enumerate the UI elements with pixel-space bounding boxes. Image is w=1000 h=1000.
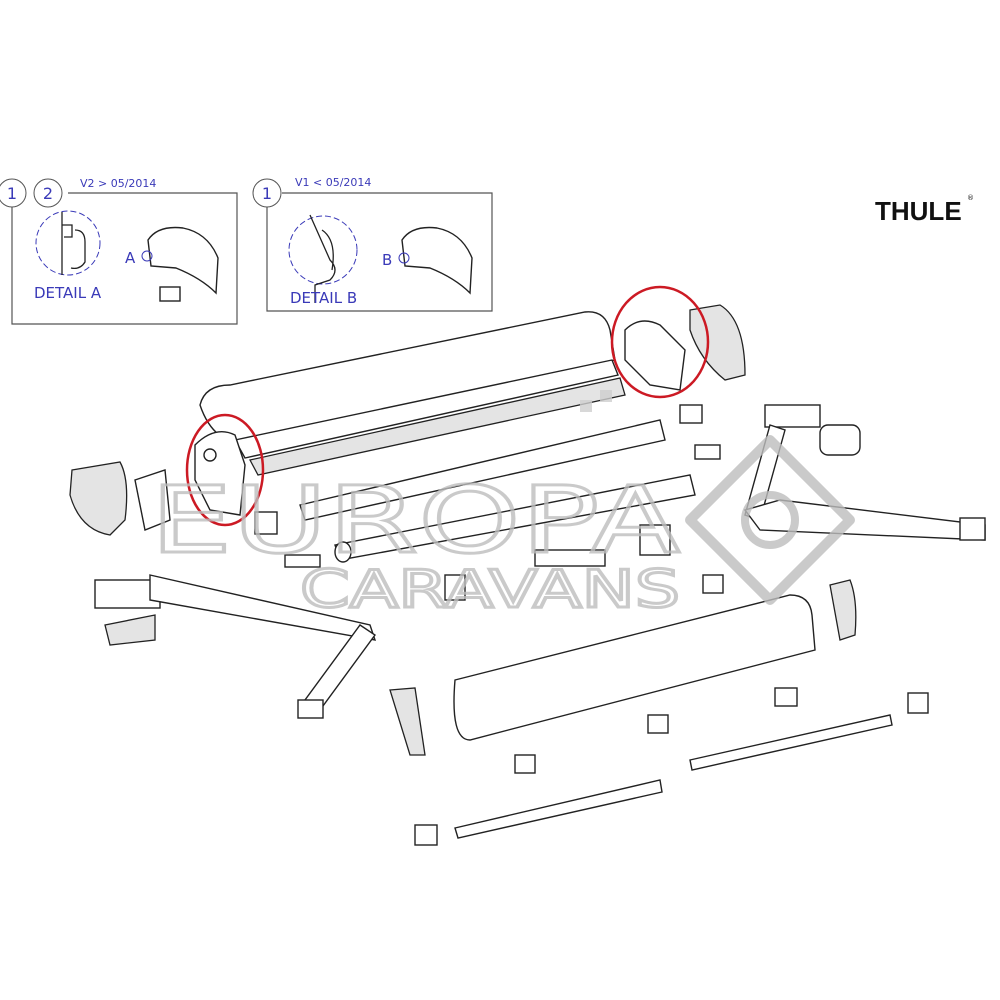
logo-text: THULE xyxy=(875,196,962,226)
bolt-part xyxy=(284,554,321,568)
detail-marker: A xyxy=(125,249,136,267)
thule-logo: THULE ® xyxy=(875,194,974,226)
bracket-part xyxy=(679,404,703,424)
svg-text:®: ® xyxy=(967,194,974,202)
detail-panel-a: 1 2 V2 > 05/2014 DETAIL A A xyxy=(0,177,238,325)
callout-circle xyxy=(0,178,27,208)
detail-label: DETAIL B xyxy=(290,289,357,307)
callout-circle xyxy=(252,178,282,208)
clip-part xyxy=(702,574,724,594)
watermark: EUROPA CARAVANS xyxy=(149,390,855,622)
version-label: V1 < 05/2014 xyxy=(295,176,371,189)
callout-number: 1 xyxy=(7,184,17,203)
end-cap-part xyxy=(819,424,861,456)
watermark-line2: CARAVANS xyxy=(300,560,680,620)
highlight-circle-left xyxy=(185,413,265,527)
end-bracket-right xyxy=(624,320,686,391)
end-plate-left xyxy=(134,469,171,531)
highlight-circle-right xyxy=(610,285,710,399)
detail-circle xyxy=(35,210,101,276)
clip-part xyxy=(444,574,466,601)
rail-clip xyxy=(534,549,606,567)
bolt-part xyxy=(694,444,721,460)
watermark-line1: EUROPA xyxy=(150,467,680,574)
clip-part xyxy=(639,524,671,556)
front-profile xyxy=(389,579,929,846)
right-arm xyxy=(743,404,986,541)
callout-number: 2 xyxy=(43,184,53,203)
detail-label: DETAIL A xyxy=(34,284,102,302)
left-arm xyxy=(94,574,377,719)
end-cap-right xyxy=(689,304,746,381)
clip-part xyxy=(254,511,278,535)
end-cap-left xyxy=(69,461,128,536)
callout-number: 1 xyxy=(262,184,272,203)
roller-cassette xyxy=(199,311,696,563)
callout-circle xyxy=(33,178,63,208)
version-label: V2 > 05/2014 xyxy=(80,177,156,190)
detail-circle xyxy=(288,215,358,285)
detail-panel-b: 1 V1 < 05/2014 DETAIL B B xyxy=(252,176,493,312)
detail-marker: B xyxy=(382,251,392,269)
